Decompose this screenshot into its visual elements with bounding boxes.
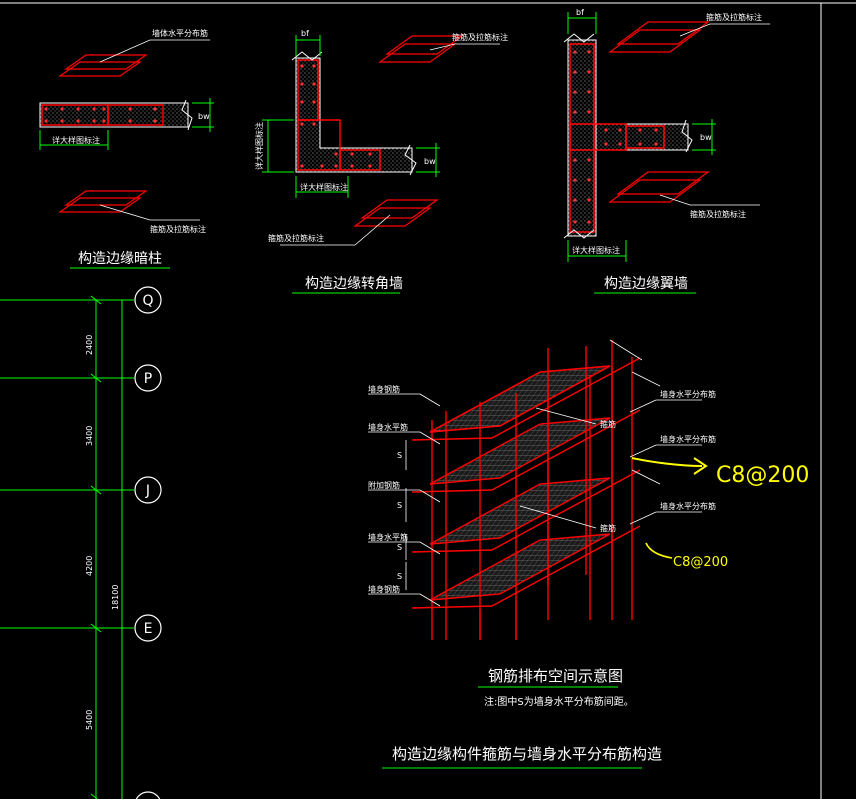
iso-left-note: 墙身水平筋 <box>368 532 408 542</box>
flange-wall-bw-dim: bw <box>700 133 712 142</box>
flange-wall-note-bottom: 箍筋及拉筋标注 <box>690 209 746 219</box>
iso-rebar-layer <box>429 477 611 545</box>
iso-inner-note: 箍筋 <box>600 419 616 429</box>
iso-inner-note: 箍筋 <box>600 523 616 533</box>
corner-wall-title: 构造边缘转角墙 <box>305 276 403 292</box>
handwritten-arrow-lower <box>645 542 673 559</box>
flange-wall-note-top: 箍筋及拉筋标注 <box>706 12 762 22</box>
axis-dim-4: 5400 <box>85 710 94 730</box>
flange-wall-web <box>567 39 597 237</box>
break-line-icon <box>404 144 417 176</box>
detail-flange-wall: bf bw 详大样图标注 箍筋及拉筋标注 箍筋及拉筋标注 构造边缘翼墙 <box>563 8 770 294</box>
iso-right-note: 墙身水平分布筋 <box>660 389 716 399</box>
iso-left-note: 墙身水平筋 <box>368 422 408 432</box>
break-line-icon <box>681 119 693 153</box>
iso-spacing-label: S <box>397 451 402 460</box>
hidden-column-note-bottom: 箍筋及拉筋标注 <box>150 224 206 234</box>
hidden-column-len-dim: 详大样图标注 <box>52 135 100 145</box>
iso-rebar-layer <box>429 533 611 601</box>
corner-wall-side-dim: 详大样图标注 <box>254 122 264 170</box>
flange-wall-title: 构造边缘翼墙 <box>604 276 688 292</box>
iso-note: 注:图中S为墙身水平分布筋间距。 <box>484 695 634 708</box>
break-line-icon <box>291 51 323 61</box>
corner-wall-body <box>295 57 413 173</box>
hidden-column-stirrup-2 <box>107 104 164 126</box>
axis-bubble <box>134 476 162 504</box>
iso-left-note: 墙身钢筋 <box>368 584 400 594</box>
corner-wall-note-bottom: 箍筋及拉筋标注 <box>268 233 324 243</box>
hidden-column-bw-dim: bw <box>198 112 210 121</box>
axis-dim-1: 2400 <box>85 335 94 355</box>
break-line-icon <box>181 99 193 131</box>
hidden-column-note-top: 墙体水平分布筋 <box>152 28 208 38</box>
flange-wall-bf-dim: bf <box>576 8 584 17</box>
hidden-column-title: 构造边缘暗柱 <box>78 251 162 267</box>
iso-rebar-layer <box>429 417 611 485</box>
detail-corner-wall: bf 详大样图标注 详大样图标注 bw 箍筋及拉筋标注 箍筋及拉筋标注 构造边缘… <box>254 29 508 294</box>
hidden-column-wall-body <box>39 102 189 128</box>
iso-right-note: 墙身水平分布筋 <box>660 501 716 511</box>
break-line-icon <box>563 229 595 239</box>
detail-hidden-column: 详大样图标注 bw 墙体水平分布筋 箍筋及拉筋标注 构造边缘暗柱 <box>39 28 214 269</box>
corner-wall-bf-dim: bf <box>301 29 309 38</box>
axis-dim-2: 3400 <box>85 426 94 446</box>
main-title: 构造边缘构件箍筋与墙身水平分布筋构造 <box>392 745 662 763</box>
axis-label: J <box>145 483 150 499</box>
flange-wall-len-dim: 详大样图标注 <box>572 245 620 255</box>
iso-spacing-label: S <box>397 572 402 581</box>
axis-label: E <box>144 621 153 637</box>
axis-label: Q <box>142 293 153 309</box>
axis-dim-3: 4200 <box>85 556 94 576</box>
corner-wall-len-dim: 详大样图标注 <box>300 182 348 192</box>
flange-wall-flange <box>595 123 689 151</box>
handwritten-arrow-upper <box>631 457 703 467</box>
iso-spacing-label: S <box>397 543 402 552</box>
iso-spacing-label: S <box>397 501 402 510</box>
iso-left-note: 附加钢筋 <box>368 480 400 490</box>
axis-bubble <box>134 286 162 314</box>
corner-wall-bw-dim: bw <box>424 157 436 166</box>
axis-bubble <box>134 614 162 642</box>
axis-grid: Q P J E 2400 3400 4200 5400 18100 <box>0 286 162 799</box>
handwritten-upper: C8@200 <box>716 463 809 488</box>
break-line-icon <box>563 33 595 43</box>
handwritten-lower: C8@200 <box>673 555 728 570</box>
corner-wall-note-top: 箍筋及拉筋标注 <box>452 32 508 42</box>
axis-dim-total: 18100 <box>111 585 120 610</box>
iso-title: 钢筋排布空间示意图 <box>488 667 623 685</box>
iso-right-note: 墙身水平分布筋 <box>660 434 716 444</box>
axis-label: P <box>144 371 152 387</box>
axis-bubble <box>134 364 162 392</box>
iso-rebar-diagram: 墙身钢筋墙身水平筋附加钢筋墙身水平筋墙身钢筋SSSS墙身水平分布筋墙身水平分布筋… <box>368 339 716 640</box>
iso-left-note: 墙身钢筋 <box>368 384 400 394</box>
